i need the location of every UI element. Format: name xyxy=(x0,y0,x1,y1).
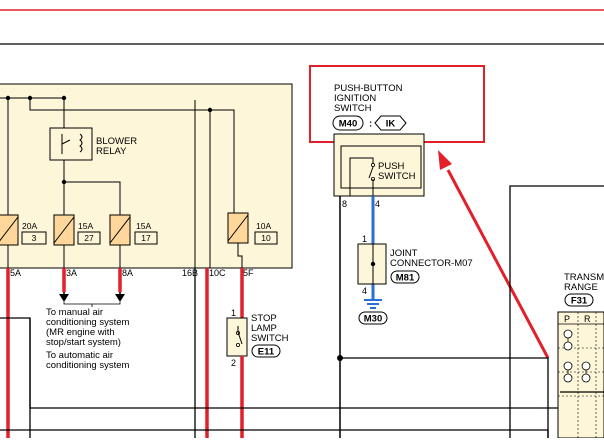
transmission-range-switch: P R xyxy=(557,311,604,439)
pin-4: 4 xyxy=(375,199,380,209)
fuse-15a-27: 15A 27 xyxy=(53,214,101,246)
svg-text:stop/start system): stop/start system) xyxy=(46,337,121,348)
column-r: R xyxy=(584,314,591,324)
connector-code-ik: IK xyxy=(386,119,396,130)
svg-text:SWITCH: SWITCH xyxy=(251,333,289,344)
wire-right-vertical xyxy=(509,185,604,438)
wire-to-range-switch xyxy=(340,357,549,438)
terminal-16b: 16B xyxy=(182,268,198,278)
bus-junction xyxy=(27,95,33,101)
connector-m81: M81 xyxy=(396,273,415,284)
pin-1: 1 xyxy=(231,308,236,318)
connector-code-badge xyxy=(374,115,407,131)
arrow-down-icon xyxy=(59,294,69,302)
note-automatic-ac: To automatic air conditioning system xyxy=(46,350,130,371)
stop-lamp-switch: 1 2 STOP LAMP SWITCH E11 xyxy=(226,308,289,368)
column-p: P xyxy=(564,314,570,324)
bus-junction xyxy=(61,95,67,101)
svg-text:SWITCH: SWITCH xyxy=(378,171,416,182)
pin-2: 2 xyxy=(231,358,236,368)
pbi-title-2: IGNITION xyxy=(334,93,376,104)
fuse-rating: 15A xyxy=(78,221,93,231)
fuse-rating: 15A xyxy=(136,221,151,231)
svg-text:To automatic air: To automatic air xyxy=(46,350,113,361)
fuse-number: 17 xyxy=(141,233,151,243)
fuse-number: 3 xyxy=(32,233,37,243)
joint-connector-m07: 1 4 JOINT CONNECTOR-M07 M81 xyxy=(357,234,473,296)
trs-label-1: TRANSM xyxy=(564,272,604,283)
pin-8: 8 xyxy=(342,199,347,209)
fuse-number: 10 xyxy=(261,233,271,243)
push-switch: PUSH SWITCH xyxy=(333,133,425,197)
connector-e11: E11 xyxy=(258,347,275,358)
fuse-rating: 20A xyxy=(22,221,37,231)
pin-1: 1 xyxy=(362,234,367,244)
svg-text:conditioning system: conditioning system xyxy=(46,360,130,371)
connector-m30: M30 xyxy=(364,314,382,325)
svg-text:PUSH: PUSH xyxy=(378,161,405,172)
ground-m30: M30 xyxy=(358,299,388,325)
svg-text:To manual air: To manual air xyxy=(46,307,103,318)
relay-contact-arm xyxy=(61,139,71,145)
terminal-3a: 3A xyxy=(66,268,77,278)
blower-relay-box xyxy=(49,127,93,161)
connector-m40: M40 xyxy=(339,119,357,130)
svg-text:JOINT: JOINT xyxy=(390,248,418,259)
wire-left-stub xyxy=(0,317,31,438)
blower-relay-label-1: BLOWER xyxy=(96,136,137,147)
svg-text:CONNECTOR-M07: CONNECTOR-M07 xyxy=(390,258,473,269)
note-manual-ac: To manual air conditioning system (MR en… xyxy=(46,307,130,348)
bus-junction xyxy=(5,95,11,101)
fuse-15a-17: 15A 17 xyxy=(109,214,158,246)
callout-arrow-head-icon xyxy=(438,150,452,170)
wire-long-horizontal-2 xyxy=(0,429,549,438)
relay-junction xyxy=(61,179,67,185)
pbi-title-3: SWITCH xyxy=(334,103,372,114)
terminal-10c: 10C xyxy=(209,268,226,278)
bus-wire-10a xyxy=(29,98,235,213)
fuse-rating: 10A xyxy=(256,221,271,231)
terminal-8a: 8A xyxy=(122,268,133,278)
fuse-10a-10: 10A 10 xyxy=(227,212,278,245)
relay-to-fuse-17 xyxy=(64,181,121,215)
svg-text:LAMP: LAMP xyxy=(251,323,277,334)
callout-arrow xyxy=(446,169,550,359)
connector-f31: F31 xyxy=(571,296,588,307)
relay-coil-icon xyxy=(79,133,83,153)
fuse-20a: 20A 3 xyxy=(0,214,47,246)
pbi-title-1: PUSH-BUTTON xyxy=(334,83,403,94)
svg-text:(MR engine with: (MR engine with xyxy=(46,327,115,338)
connector-separator: : xyxy=(369,119,372,130)
trs-label-2: RANGE xyxy=(564,282,598,293)
svg-text:STOP: STOP xyxy=(251,313,277,324)
terminal-5f: 5F xyxy=(243,268,254,278)
wire-long-horizontal-1 xyxy=(29,318,560,409)
pin-4: 4 xyxy=(362,286,367,296)
arrow-down-icon xyxy=(115,294,125,302)
blower-relay-label-2: RELAY xyxy=(96,146,127,157)
terminal-5a: 5A xyxy=(10,268,21,278)
fuse-number: 27 xyxy=(84,233,94,243)
svg-text:conditioning system: conditioning system xyxy=(46,317,130,328)
